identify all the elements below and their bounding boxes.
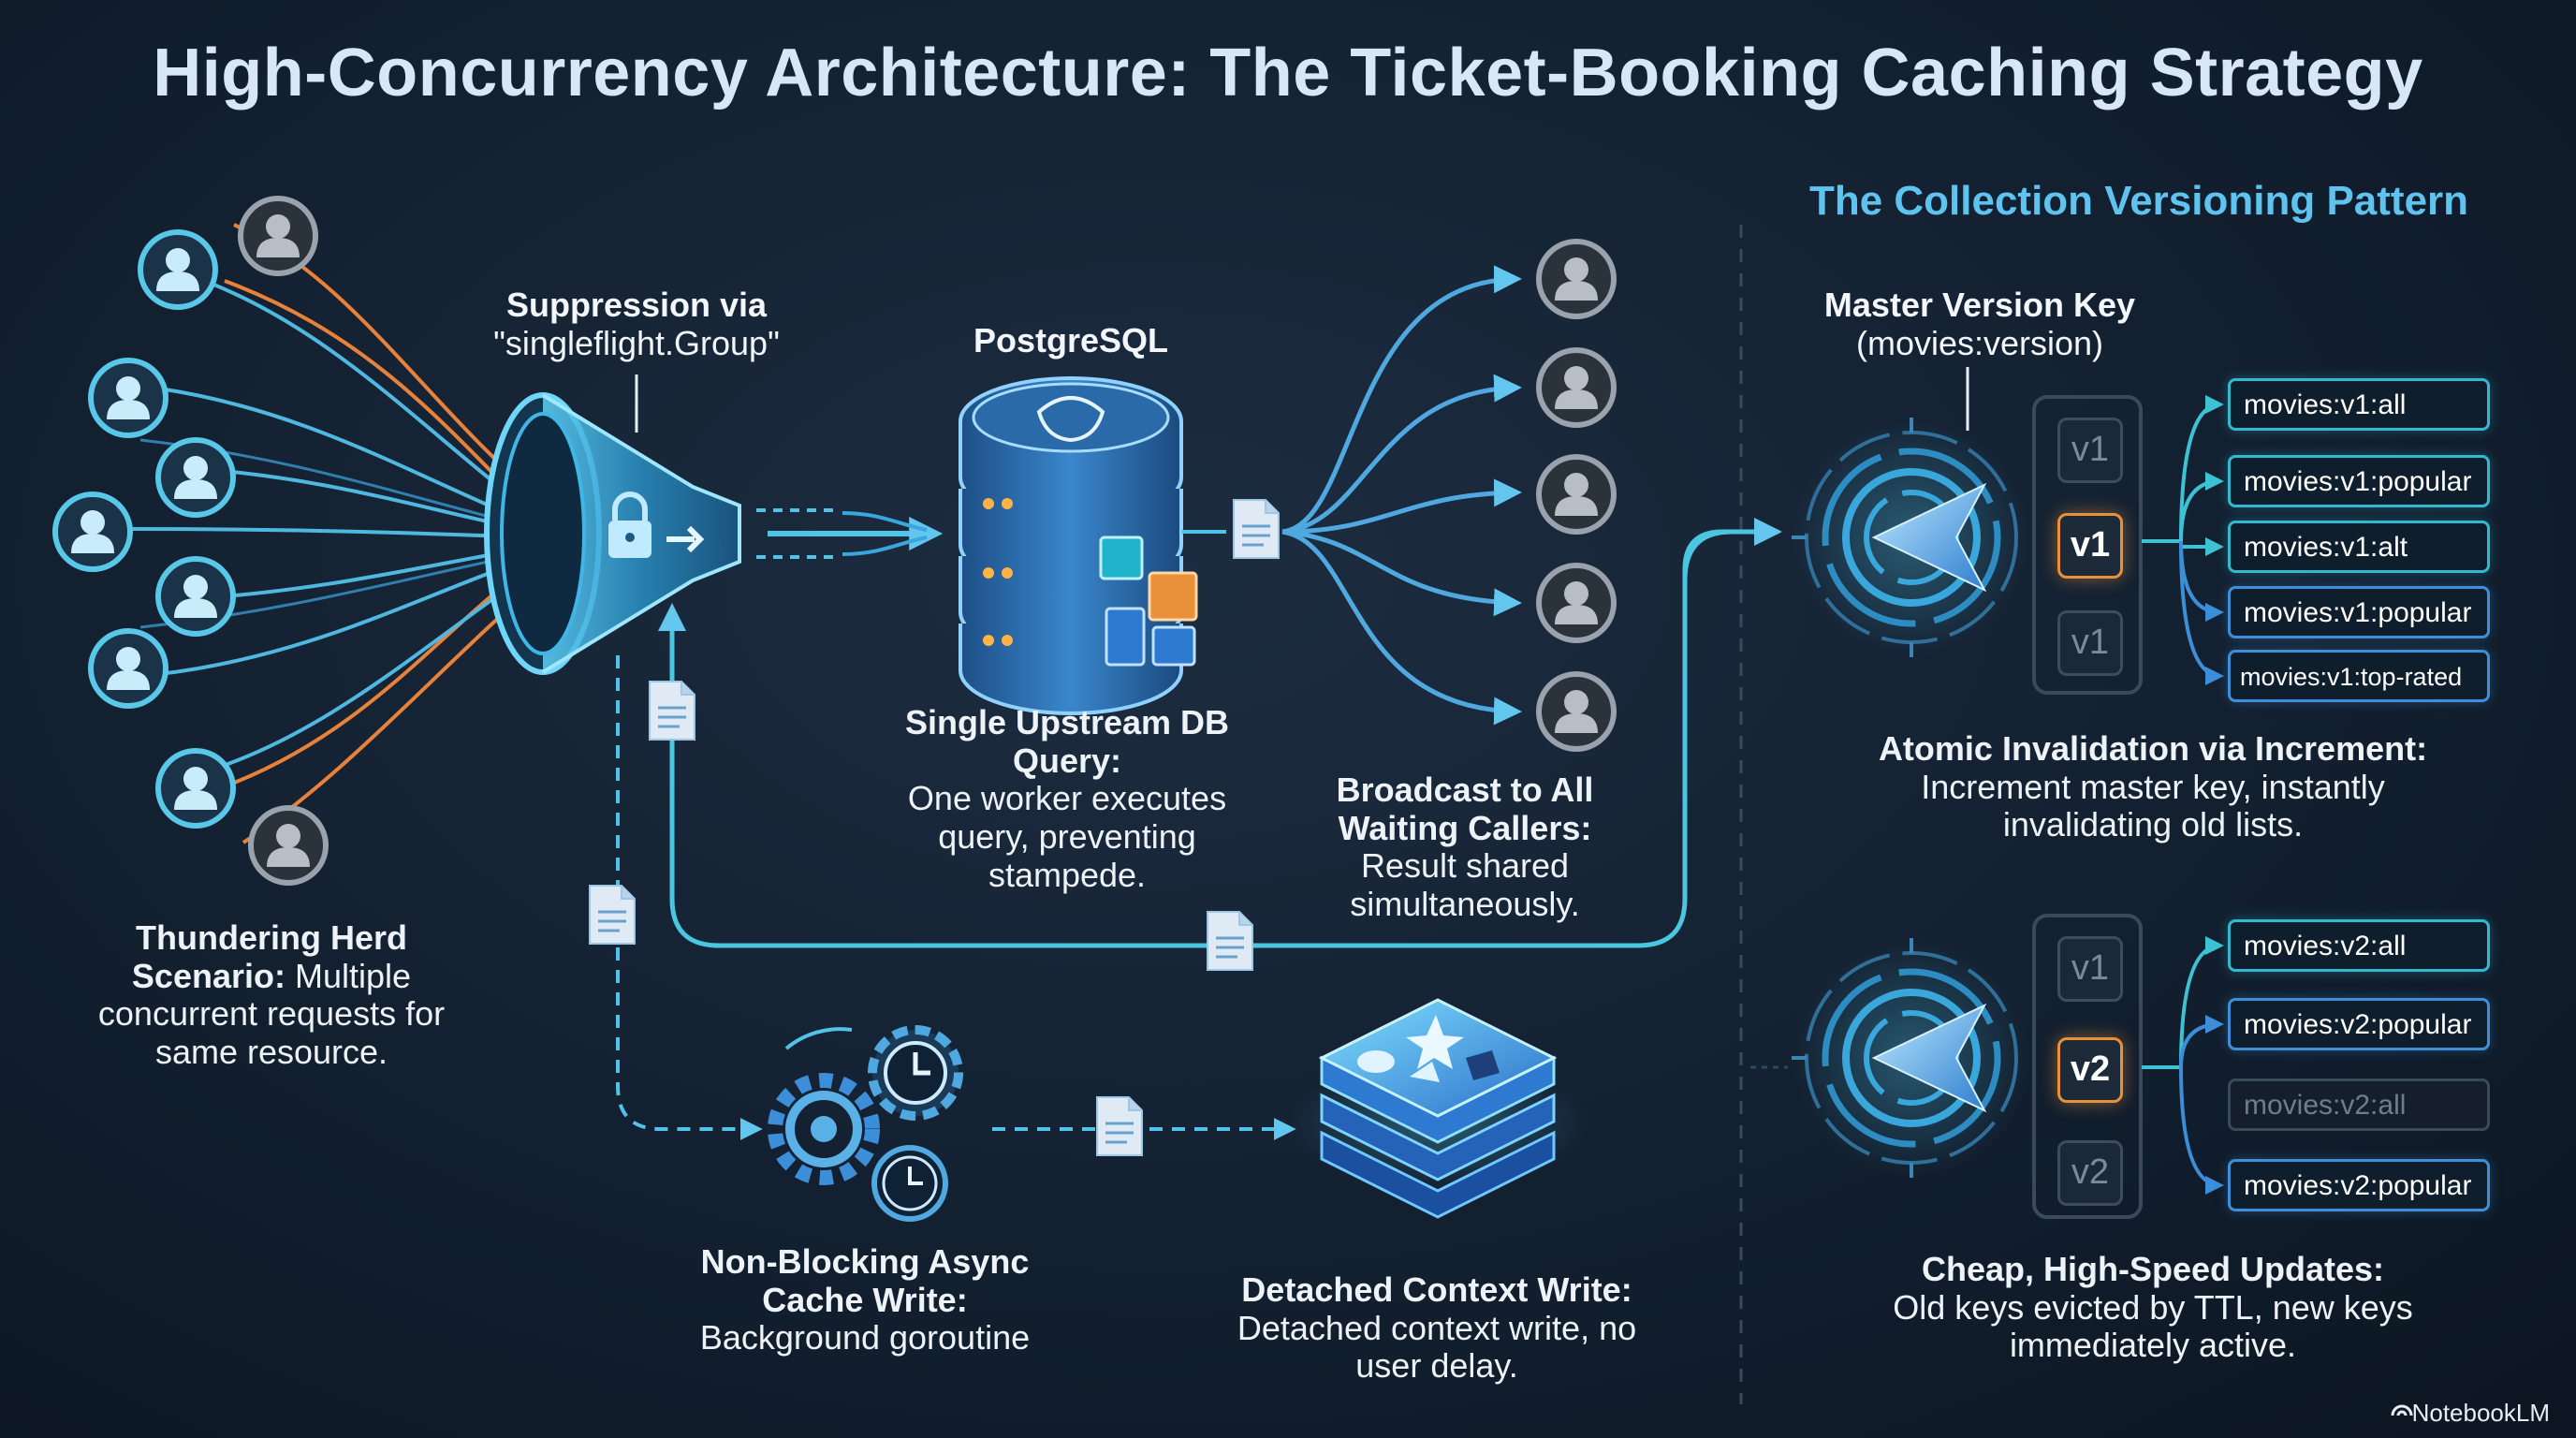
key-movies-v1-popular-2: movies:v1:popular [2228, 586, 2490, 638]
return-document-icon [648, 680, 696, 741]
broadcast-title: Broadcast to All Waiting Callers: [1336, 770, 1594, 847]
master-key-label-text: Master Version Key [1823, 286, 2136, 324]
postgres-database [959, 376, 1198, 715]
async-write-text: Background goroutine [699, 1318, 1031, 1357]
async-write-path [616, 655, 1296, 1140]
key-movies-v2-popular: movies:v2:popular [2228, 998, 2490, 1050]
version-box-v1-top: v1 [2057, 418, 2123, 483]
database-caption-title: Single Upstream DB Query: [904, 703, 1230, 780]
detached-write-caption: Detached Context Write: Detached context… [1208, 1270, 1666, 1386]
cache-document-icon [1095, 1095, 1144, 1157]
funnel-to-db-arrows [756, 508, 944, 559]
herd-users [55, 198, 326, 883]
broadcast-caption: Broadcast to All Waiting Callers: Result… [1292, 770, 1638, 924]
key-movies-v2-all-evicted: movies:v2:all [2228, 1078, 2490, 1131]
master-key-target-v2 [1792, 938, 2029, 1178]
database-name: PostgreSQL [973, 321, 1169, 360]
master-key-name: (movies:version) [1855, 323, 2104, 362]
v1-key-tree [2142, 395, 2224, 685]
version-box-v1-active: v1 [2057, 513, 2123, 579]
cache-store-icon [1288, 998, 1588, 1219]
brand-label: NotebookLM [2411, 1399, 2550, 1427]
versioning-section-title: The Collection Versioning Pattern [1808, 178, 2469, 224]
clock-icon-bottom [871, 1145, 948, 1222]
v1-stack-frame [2032, 395, 2143, 695]
async-gear-icon [768, 1027, 880, 1185]
async-write-title: Non-Blocking Async Cache Write: [700, 1242, 1030, 1319]
version-box-v2-bottom: v2 [2057, 1140, 2123, 1206]
cheap-updates-text: Old keys evicted by TTL, new keys immedi… [1893, 1287, 2413, 1365]
clock-icon-top [868, 1025, 963, 1121]
thundering-herd-caption: Thundering Herd Scenario: Multiple concu… [66, 918, 477, 1072]
key-movies-v2-all: movies:v2:all [2228, 919, 2490, 972]
key-movies-v1-top-rated: movies:v1:top-rated [2228, 650, 2490, 702]
atomic-invalidation-caption: Atomic Invalidation via Increment: Incre… [1835, 729, 2471, 844]
key-movies-v1-popular: movies:v1:popular [2228, 455, 2490, 507]
cheap-updates-caption: Cheap, High-Speed Updates: Old keys evic… [1853, 1250, 2452, 1365]
broadcast-text: Result shared simultaneously. [1350, 846, 1580, 924]
detached-write-title: Detached Context Write: [1241, 1270, 1632, 1309]
page-title: High-Concurrency Architecture: The Ticke… [153, 36, 2423, 110]
thundering-herd-text: Multiple concurrent requests for same re… [97, 956, 446, 1072]
v2-key-tree [2142, 936, 2224, 1195]
atomic-invalidation-title: Atomic Invalidation via Increment: [1878, 729, 2428, 768]
suppression-label: Suppression via "singleflight.Group" [431, 286, 842, 362]
key-movies-v1-all: movies:v1:all [2228, 378, 2490, 431]
key-movies-v2-popular-2: movies:v2:popular [2228, 1159, 2490, 1211]
thundering-herd-title: Thundering Herd Scenario: [131, 918, 407, 995]
suppression-line2: "singleflight.Group" [493, 323, 780, 362]
waiting-callers [1539, 242, 1614, 749]
v2-stack-frame [2032, 914, 2143, 1219]
version-box-v2-active: v2 [2057, 1037, 2123, 1103]
key-movies-v1-alt: movies:v1:alt [2228, 521, 2490, 573]
async-document-icon [588, 884, 637, 946]
atomic-invalidation-text: Increment master key, instantly invalida… [1921, 767, 2385, 844]
database-caption-text: One worker executes query, preventing st… [907, 779, 1227, 894]
feedback-loop [658, 518, 1782, 948]
broadcast-lines [1281, 265, 1522, 726]
async-write-caption: Non-Blocking Async Cache Write: Backgrou… [678, 1242, 1052, 1357]
suppression-line1: Suppression via [505, 286, 768, 324]
master-key-target-v1 [1792, 418, 2029, 657]
feedback-document-icon [1206, 910, 1254, 972]
result-document-icon [1232, 498, 1281, 560]
database-caption: Single Upstream DB Query: One worker exe… [871, 703, 1264, 894]
detached-write-text: Detached context write, no user delay. [1237, 1308, 1637, 1386]
version-box-v1-bottom: v1 [2057, 610, 2123, 676]
version-box-v2-top: v1 [2057, 936, 2123, 1002]
cheap-updates-title: Cheap, High-Speed Updates: [1921, 1250, 2385, 1288]
master-key-label: Master Version Key (movies:version) [1778, 286, 2181, 362]
singleflight-funnel [484, 392, 741, 675]
notebooklm-logo-icon [2391, 1404, 2413, 1416]
